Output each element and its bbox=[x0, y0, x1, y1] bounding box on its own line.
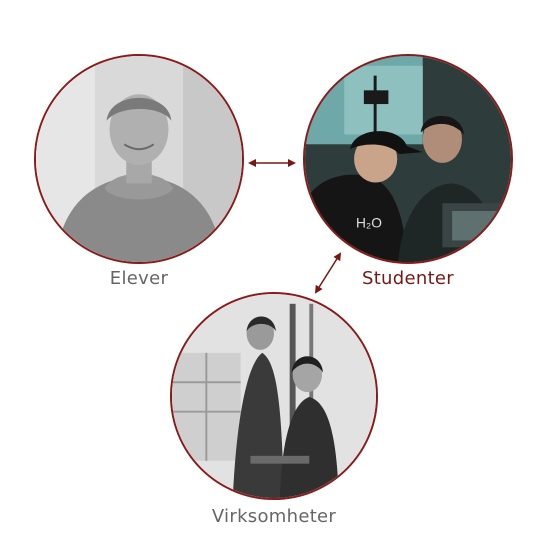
virksomheter-label: Virksomheter bbox=[211, 506, 337, 527]
workshop-people-image bbox=[172, 294, 376, 498]
studenter-photo[interactable]: H₂O bbox=[303, 54, 513, 264]
svg-text:H₂O: H₂O bbox=[356, 216, 382, 231]
students-at-laptop-image: H₂O bbox=[305, 56, 511, 262]
elever-photo[interactable] bbox=[34, 54, 244, 264]
student-portrait-image bbox=[36, 56, 242, 262]
virksomheter-photo[interactable] bbox=[170, 292, 378, 500]
elever-label: Elever bbox=[109, 268, 169, 289]
studenter-label: Studenter bbox=[361, 268, 455, 289]
